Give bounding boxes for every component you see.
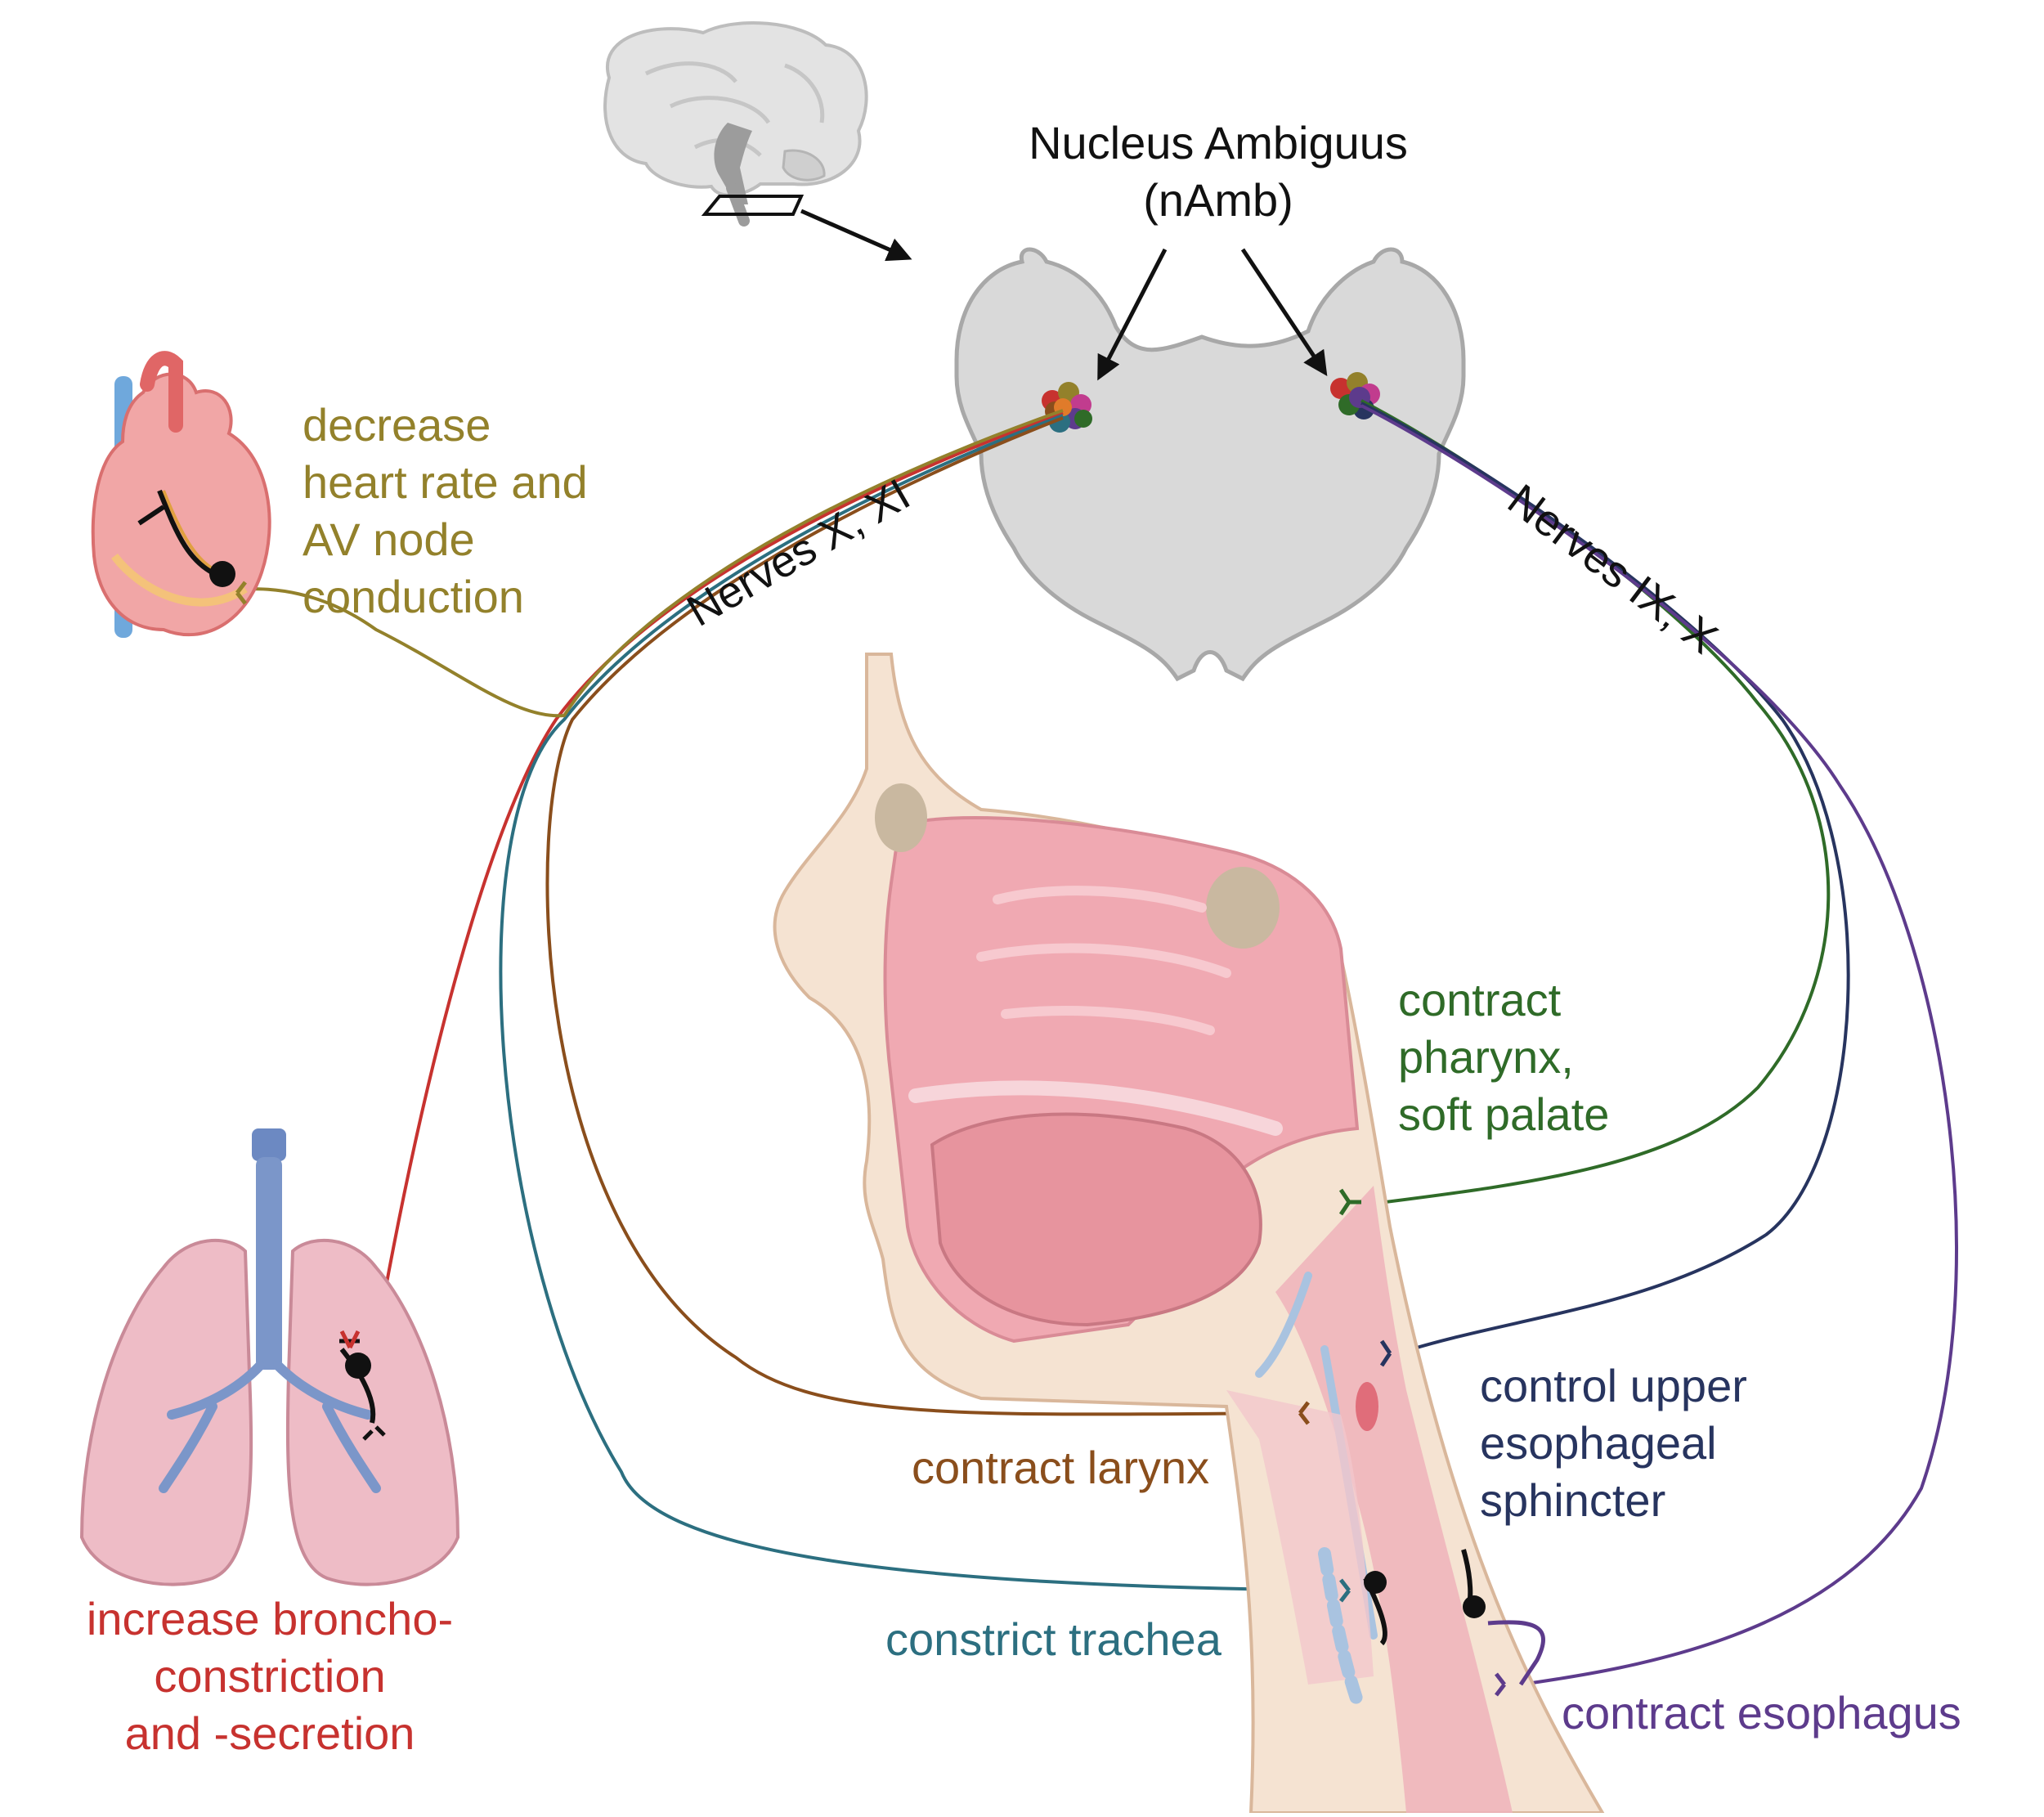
- nerve-bundle-right: [1352, 399, 1958, 1686]
- nucleus-arrow-left: [1097, 248, 1168, 381]
- lungs-icon: [79, 1128, 460, 1586]
- neuron-terminal-icon: [1298, 1188, 1545, 1697]
- zoom-arrow: [800, 209, 912, 262]
- heart-icon: [91, 351, 271, 638]
- nucleus-label: Nucleus Ambiguus (nAmb): [1029, 117, 1408, 226]
- medulla-section: [954, 247, 1466, 682]
- pharynx-target-label: contract pharynx, soft palate: [1398, 974, 1610, 1140]
- nerve-bundle-left: [244, 409, 1350, 1592]
- brain-icon: [603, 21, 868, 227]
- nucleus-cluster-right: [1330, 372, 1380, 419]
- brainstem-section-icon: [701, 195, 805, 216]
- lungs-target-label: increase broncho- constriction and -secr…: [86, 1593, 454, 1759]
- upper-sphincter-target-label: control upper esophageal sphincter: [1480, 1360, 1747, 1526]
- larynx-target-label: contract larynx: [912, 1442, 1210, 1493]
- head-sagittal-icon: [773, 653, 1606, 1815]
- nucleus-cluster-left: [1042, 382, 1092, 433]
- trachea-target-label: constrict trachea: [885, 1613, 1221, 1665]
- esophagus-target-label: contract esophagus: [1562, 1687, 1961, 1738]
- nucleus-arrow-right: [1240, 248, 1328, 376]
- heart-target-label: decrease heart rate and AV node conducti…: [303, 399, 588, 622]
